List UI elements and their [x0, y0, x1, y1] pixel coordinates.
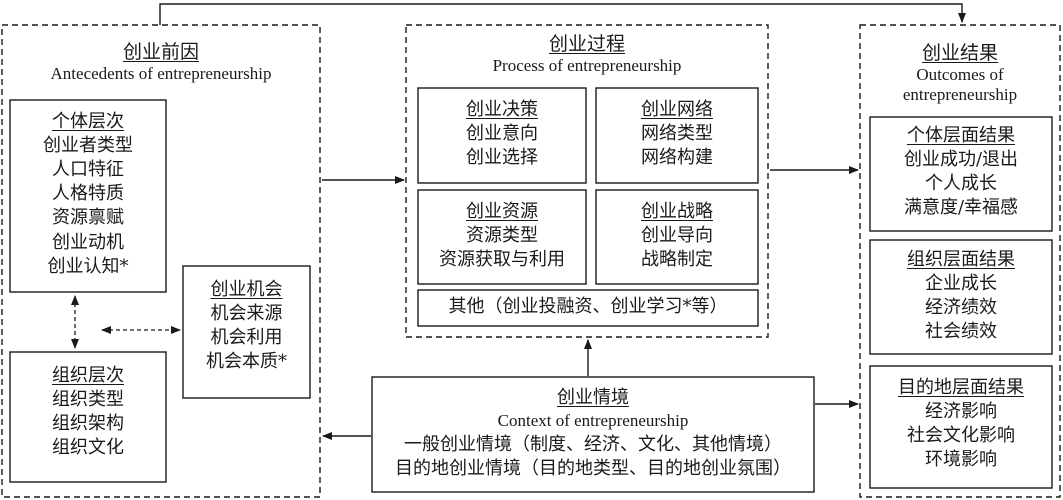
- antecedents-container: [1, 24, 321, 498]
- destination-outcome-box: [869, 365, 1053, 489]
- individual-item: 创业动机: [52, 231, 124, 253]
- decision-title: 创业决策: [466, 99, 538, 120]
- decision-item: 创业选择: [466, 147, 538, 169]
- opportunity-item: 机会来源: [210, 303, 283, 325]
- organization-level-title: 组织层次: [52, 365, 124, 386]
- network-item: 网络类型: [641, 123, 713, 145]
- outcomes-title-cn: 创业结果: [921, 42, 998, 64]
- organization-outcome-item: 社会绩效: [925, 321, 997, 343]
- decision-item: 创业意向: [466, 123, 538, 145]
- network-item: 网络构建: [641, 147, 713, 169]
- strategy-item: 战略制定: [641, 249, 713, 271]
- context-title-en: Context of entrepreneurship: [497, 411, 689, 431]
- individual-item: 资源禀赋: [52, 207, 124, 229]
- outcomes-container: [859, 24, 1061, 498]
- destination-outcome-item: 经济影响: [925, 401, 997, 423]
- resources-item: 资源获取与利用: [439, 249, 565, 271]
- other-box: [417, 289, 759, 327]
- network-box: [595, 87, 759, 184]
- individual-outcome-title: 个体层面结果: [907, 125, 1015, 146]
- individual-item: 人口特征: [52, 159, 124, 181]
- process-title-en: Process of entrepreneurship: [492, 55, 682, 75]
- opportunity-item: 机会利用: [210, 327, 283, 349]
- individual-outcome-item: 创业成功/退出: [903, 149, 1019, 171]
- context-general-line: 一般创业情境（制度、经济、文化、其他情境）: [404, 433, 782, 455]
- individual-item: 创业者类型: [43, 135, 133, 157]
- antecedents-title-en: Antecedents of entrepreneurship: [50, 63, 272, 83]
- organization-outcome-item: 企业成长: [925, 273, 997, 295]
- organization-item: 组织架构: [52, 413, 124, 435]
- process-title-cn: 创业过程: [548, 33, 625, 55]
- individual-level-title: 个体层次: [52, 111, 124, 132]
- organization-level-box: [9, 351, 167, 483]
- context-destination-line: 目的地创业情境（目的地类型、目的地创业氛围）: [395, 457, 791, 479]
- individual-outcome-item: 满意度/幸福感: [903, 197, 1019, 219]
- network-title: 创业网络: [641, 99, 713, 120]
- organization-outcome-title: 组织层面结果: [907, 249, 1015, 270]
- individual-level-box: [9, 99, 167, 293]
- individual-item: 创业认知*: [47, 255, 129, 277]
- organization-outcome-item: 经济绩效: [925, 297, 997, 319]
- context-box: [371, 376, 815, 493]
- destination-outcome-item: 社会文化影响: [907, 425, 1015, 447]
- opportunity-title: 创业机会: [210, 279, 283, 300]
- individual-item: 人格特质: [52, 183, 124, 205]
- top-feedback-arrow: [159, 3, 966, 25]
- outcomes-title-en-2: entrepreneurship: [902, 85, 1018, 105]
- destination-outcome-item: 环境影响: [925, 449, 997, 471]
- strategy-item: 创业导向: [641, 225, 713, 247]
- individual-outcome-box: [869, 116, 1053, 232]
- destination-outcome-title: 目的地层面结果: [898, 377, 1024, 398]
- organization-outcome-box: [869, 239, 1053, 355]
- strategy-box: [595, 189, 759, 285]
- process-container: [405, 24, 769, 338]
- opportunity-item: 机会本质*: [206, 351, 287, 373]
- context-title-cn: 创业情境: [557, 387, 629, 408]
- resources-title: 创业资源: [466, 201, 538, 222]
- strategy-title: 创业战略: [641, 201, 713, 222]
- resources-item: 资源类型: [466, 225, 538, 247]
- organization-item: 组织类型: [52, 389, 124, 411]
- resources-box: [417, 189, 587, 285]
- individual-outcome-item: 个人成长: [925, 173, 997, 195]
- outcomes-title-en-1: Outcomes of: [916, 64, 1004, 84]
- antecedents-title-cn: 创业前因: [122, 41, 199, 63]
- process-other: 其他（创业投融资、创业学习*等）: [448, 296, 728, 317]
- decision-box: [417, 87, 587, 184]
- opportunity-box: [182, 265, 311, 399]
- organization-item: 组织文化: [52, 437, 124, 459]
